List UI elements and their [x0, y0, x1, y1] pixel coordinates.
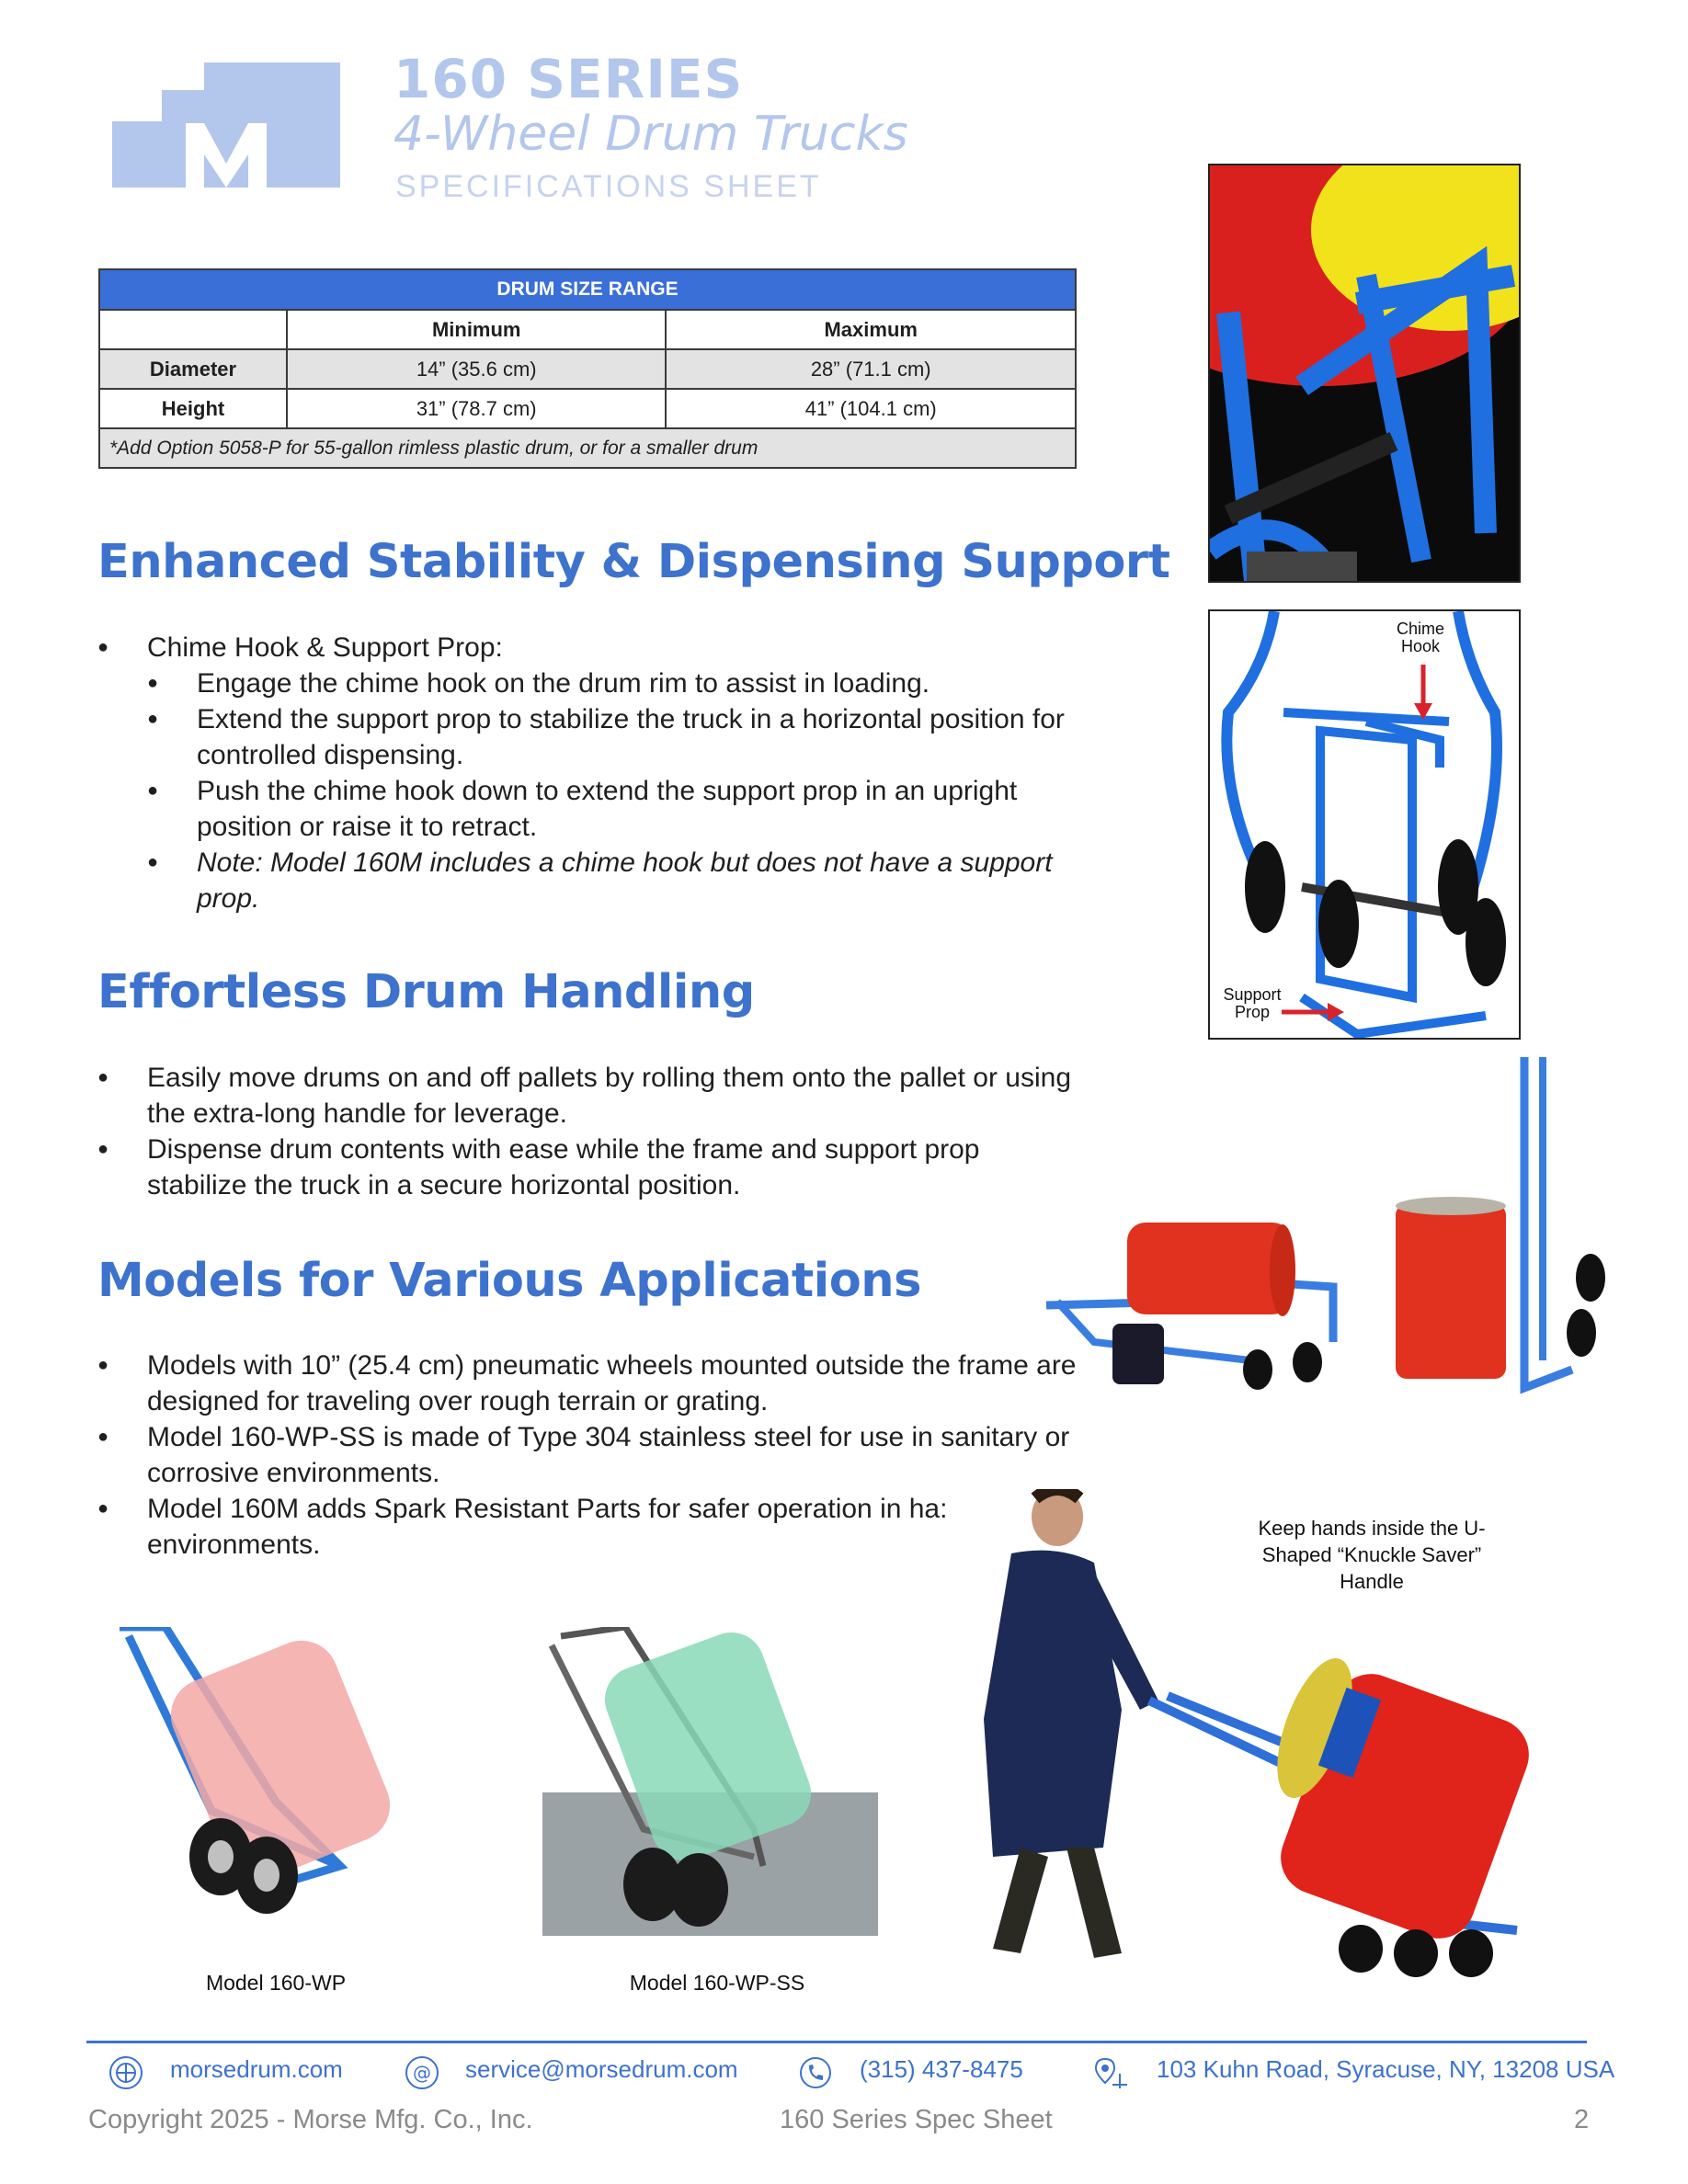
list-item: Engage the chime hook on the drum rim to…: [147, 665, 1109, 701]
copyright-text: Copyright 2025 - Morse Mfg. Co., Inc.: [88, 2105, 533, 2134]
morse-m-logo-icon: [112, 63, 340, 188]
knuckle-saver-caption: Keep hands inside the U-Shaped “Knuckle …: [1258, 1517, 1486, 1593]
drum-truck-diagram: [1210, 611, 1519, 1038]
table-row: Diameter 14” (35.6 cm) 28” (71.1 cm): [98, 348, 1077, 390]
chime-hook-diagram-image: [1208, 609, 1521, 1040]
chime-hook-closeup-illustration: [1210, 165, 1519, 581]
section-title-models: Models for Various Applications: [97, 1254, 921, 1308]
phone-link[interactable]: (315) 437-8475: [860, 2055, 1023, 2083]
page-number: 2: [1574, 2105, 1590, 2134]
location-icon: [1094, 2057, 1127, 2088]
row-label: Height: [98, 388, 288, 429]
series-subtitle: 4-Wheel Drum Trucks: [393, 107, 908, 162]
model-160-wp-caption: Model 160-WP: [205, 1971, 347, 1995]
row-min: 14” (35.6 cm): [285, 348, 667, 390]
table-header-blank: [98, 309, 288, 350]
table-note: *Add Option 5058-P for 55-gallon rimless…: [98, 427, 1077, 469]
sub-list: Engage the chime hook on the drum rim to…: [147, 665, 1109, 916]
list-item: Dispense drum contents with ease while t…: [97, 1132, 1081, 1203]
list-item: Model 160M adds Spark Resistant Parts fo…: [97, 1491, 1011, 1563]
footer-divider: [86, 2041, 1587, 2043]
svg-text:@: @: [413, 2062, 431, 2084]
section-title-handling: Effortless Drum Handling: [97, 965, 755, 1019]
row-min: 31” (78.7 cm): [285, 388, 667, 429]
support-prop-label: Support Prop: [1223, 985, 1282, 1021]
globe-icon: [109, 2056, 143, 2089]
table-header-min: Minimum: [285, 309, 667, 350]
address-text: 103 Kuhn Road, Syracuse, NY, 13208 USA: [1157, 2055, 1615, 2083]
website-link[interactable]: morsedrum.com: [170, 2055, 343, 2083]
table-header-max: Maximum: [665, 309, 1077, 350]
list-item: Extend the support prop to stabilize the…: [147, 701, 1109, 773]
at-icon: @: [405, 2056, 439, 2089]
email-link[interactable]: service@morsedrum.com: [465, 2055, 738, 2083]
stability-list: Chime Hook & Support Prop: Engage the ch…: [97, 630, 1109, 916]
series-title: 160 SERIES: [393, 48, 744, 110]
list-item: Models with 10” (25.4 cm) pneumatic whee…: [97, 1348, 1100, 1419]
chime-hook-label: Chime Hook: [1396, 620, 1444, 655]
model-160-wp-ss-image: [542, 1627, 878, 1936]
models-list: Models with 10” (25.4 cm) pneumatic whee…: [97, 1348, 1100, 1563]
list-item: Push the chime hook down to extend the s…: [147, 773, 1109, 845]
model-160-wp-ss-caption: Model 160-WP-SS: [629, 1971, 805, 1995]
table-row: Height 31” (78.7 cm) 41” (104.1 cm): [98, 388, 1077, 429]
row-max: 28” (71.1 cm): [665, 348, 1077, 390]
drum-size-table: DRUM SIZE RANGE Minimum Maximum Diameter…: [98, 268, 1077, 469]
sheet-label: SPECIFICATIONS SHEET: [395, 169, 822, 204]
table-title: DRUM SIZE RANGE: [98, 268, 1077, 311]
document-name: 160 Series Spec Sheet: [780, 2105, 1053, 2134]
list-item: Chime Hook & Support Prop: Engage the ch…: [97, 630, 1109, 916]
list-item: Easily move drums on and off pallets by …: [97, 1060, 1081, 1132]
chime-hook-closeup-image: [1208, 164, 1521, 583]
list-item: Model 160-WP-SS is made of Type 304 stai…: [97, 1419, 1100, 1491]
horizontal-upright-trucks-image: [1045, 1057, 1605, 1394]
man-pushing-drum-truck-image: [984, 1489, 1529, 1977]
handling-list: Easily move drums on and off pallets by …: [97, 1060, 1081, 1203]
row-label: Diameter: [98, 348, 288, 390]
phone-icon: [800, 2057, 831, 2088]
section-title-stability: Enhanced Stability & Dispensing Support: [97, 535, 1170, 589]
list-item-text: Chime Hook & Support Prop:: [147, 632, 503, 663]
row-max: 41” (104.1 cm): [665, 388, 1077, 429]
model-160-wp-image: [120, 1627, 391, 1914]
list-item: Note: Model 160M includes a chime hook b…: [147, 845, 1109, 916]
